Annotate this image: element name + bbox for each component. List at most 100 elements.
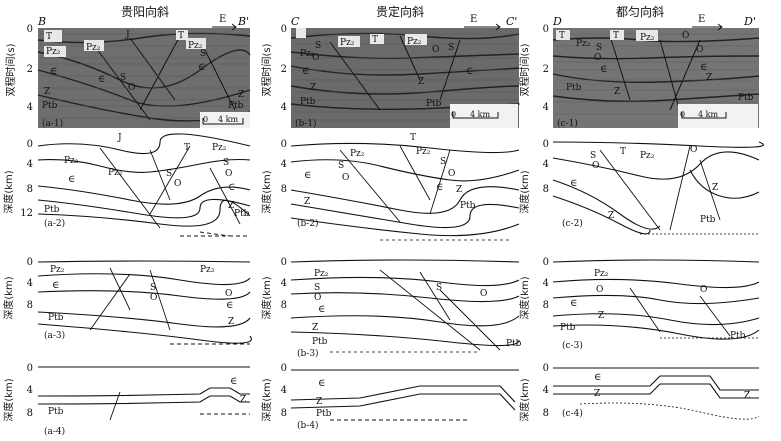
depth-units-c2: T Pz₂ S O O ∈ Z Z Ptb — [570, 145, 718, 225]
svg-text:Z: Z — [456, 185, 462, 195]
svg-text:O: O — [480, 289, 487, 299]
svg-text:O: O — [150, 293, 157, 303]
svg-text:Ptb: Ptb — [566, 83, 582, 93]
svg-text:Z: Z — [712, 183, 718, 193]
svg-text:T: T — [184, 143, 190, 153]
svg-text:∈: ∈ — [50, 66, 57, 77]
section-end-c: D' — [743, 15, 756, 28]
svg-text:∈: ∈ — [230, 376, 237, 387]
svg-text:∈: ∈ — [302, 66, 309, 77]
svg-text:8: 8 — [27, 184, 33, 195]
svg-text:0: 0 — [281, 363, 287, 374]
svg-text:Pz₂: Pz₂ — [86, 43, 101, 53]
seismic-ticks-a: 0 2 4 — [27, 24, 33, 113]
svg-text:Pz₂: Pz₂ — [64, 156, 79, 166]
svg-text:Z: Z — [44, 87, 50, 97]
svg-text:J: J — [125, 30, 130, 40]
svg-text:深度(km): 深度(km) — [518, 276, 531, 319]
depth-units-b3: Pz₂ S O S O ∈ Z Ptb Ptb — [312, 269, 522, 349]
panel-label-a3: (a-3) — [44, 330, 65, 341]
section-start-c: D — [552, 15, 562, 28]
svg-text:4: 4 — [27, 385, 33, 396]
svg-text:Pz₂: Pz₂ — [46, 47, 61, 57]
svg-text:Z: Z — [316, 397, 322, 407]
svg-text:O: O — [696, 45, 703, 55]
svg-text:Z: Z — [228, 201, 234, 211]
svg-text:Pz₂: Pz₂ — [200, 265, 215, 275]
svg-text:O: O — [448, 169, 455, 179]
seismic-units-a: T J T Pz₂ Pz₂ Pz₂ ∈ S O ∈ S Z ∈ Z Ptb Pt… — [42, 30, 244, 111]
svg-text:Pz₂: Pz₂ — [340, 38, 355, 48]
depth-units-b4: ∈ Z Ptb — [316, 378, 332, 419]
depth-units-c3: Pz₂ O O ∈ Z Ptb Ptb — [560, 269, 746, 341]
depth-section-b3 — [290, 259, 520, 353]
svg-text:∈: ∈ — [600, 64, 607, 75]
panel-label-c3: (c-3) — [562, 340, 583, 351]
column-title-duyun: 都匀向斜 — [616, 4, 664, 19]
direction-arrow-a: E — [212, 14, 237, 31]
svg-text:O: O — [174, 179, 181, 189]
svg-text:深度(km): 深度(km) — [2, 276, 15, 319]
section-end-a: B' — [237, 15, 249, 28]
svg-text:0: 0 — [281, 24, 287, 35]
svg-text:2: 2 — [543, 64, 549, 75]
svg-text:O: O — [225, 289, 232, 299]
svg-text:S: S — [315, 41, 321, 51]
scale-bar-c: 0 4 km — [678, 104, 758, 128]
seismic-ticks-c: 0 2 4 — [543, 24, 549, 113]
svg-text:T: T — [559, 31, 565, 41]
svg-text:O: O — [314, 293, 321, 303]
svg-text:4: 4 — [27, 278, 33, 289]
svg-text:S: S — [150, 283, 156, 293]
svg-text:O: O — [690, 145, 697, 155]
svg-text:Z: Z — [594, 389, 600, 399]
svg-text:Pz₂: Pz₂ — [188, 41, 203, 51]
svg-text:S: S — [436, 283, 442, 293]
svg-text:0: 0 — [27, 139, 33, 150]
svg-text:0: 0 — [543, 363, 549, 374]
svg-text:∈: ∈ — [228, 182, 235, 193]
svg-text:∈: ∈ — [318, 304, 325, 315]
svg-text:4 km: 4 km — [698, 110, 718, 119]
svg-text:Ptb: Ptb — [560, 323, 576, 333]
svg-text:Ptb: Ptb — [426, 99, 442, 109]
svg-text:Z: Z — [312, 323, 318, 333]
depth-row-2: 深度(km) 深度(km) 深度(km) 0 4 8 12 0 4 8 0 4 … — [2, 133, 764, 241]
svg-text:4 km: 4 km — [470, 110, 490, 119]
seismic-ticks-b: 0 2 4 — [281, 24, 287, 113]
section-end-b: C' — [506, 15, 517, 28]
svg-text:Pz₂: Pz₂ — [108, 168, 123, 178]
svg-text:Z: Z — [228, 317, 234, 327]
svg-text:0: 0 — [27, 24, 33, 35]
svg-text:12: 12 — [20, 208, 33, 219]
svg-text:Pz₂: Pz₂ — [300, 49, 315, 59]
section-start-b: C — [291, 15, 300, 28]
svg-text:Ptb: Ptb — [44, 205, 60, 215]
svg-text:8: 8 — [543, 408, 549, 419]
svg-text:4: 4 — [281, 159, 287, 170]
svg-text:深度(km): 深度(km) — [2, 378, 15, 421]
svg-text:S: S — [590, 151, 596, 161]
svg-text:∈: ∈ — [98, 74, 105, 85]
svg-text:Ptb: Ptb — [300, 97, 316, 107]
svg-text:4: 4 — [543, 278, 549, 289]
svg-text:2: 2 — [27, 64, 33, 75]
svg-text:Pz₂: Pz₂ — [416, 147, 431, 157]
panel-label-c4: (c-4) — [562, 408, 583, 419]
svg-text:T: T — [178, 31, 184, 41]
svg-text:Ptb: Ptb — [730, 331, 746, 341]
seismic-ylabel-b: 双程时间(s) — [260, 43, 273, 96]
panel-label-c2: (c-2) — [562, 218, 583, 229]
svg-text:4: 4 — [281, 385, 287, 396]
svg-text:Z: Z — [238, 90, 244, 100]
svg-text:O: O — [432, 45, 439, 55]
svg-text:Z: Z — [598, 311, 604, 321]
svg-text:S: S — [120, 73, 126, 83]
svg-text:Z: Z — [706, 73, 712, 83]
svg-text:E: E — [470, 14, 477, 25]
panel-label-b1: (b-1) — [295, 118, 317, 129]
svg-text:Pz₂: Pz₂ — [640, 33, 655, 43]
svg-text:O: O — [128, 83, 135, 93]
depth-row-4: 深度(km) 深度(km) 深度(km) 0 4 8 0 4 8 0 4 8 — [2, 363, 760, 437]
svg-text:O: O — [592, 161, 599, 171]
